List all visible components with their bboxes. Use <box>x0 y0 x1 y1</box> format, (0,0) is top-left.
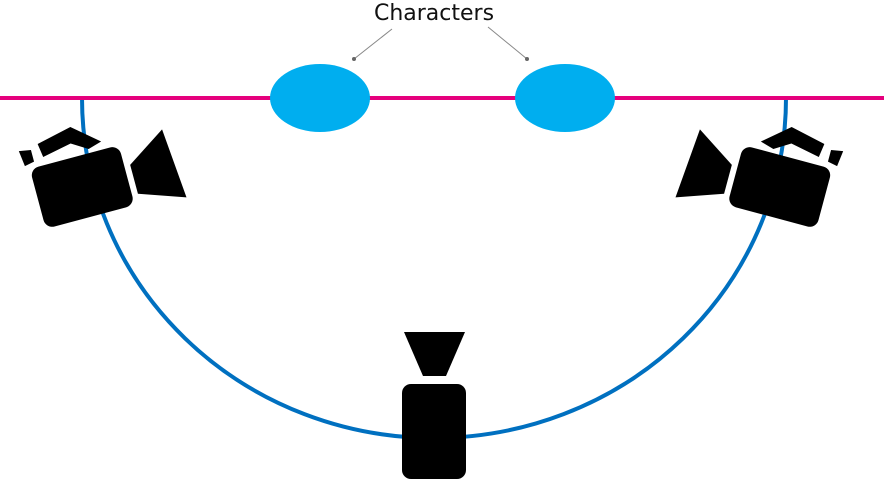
character-left <box>270 64 370 132</box>
camera-icon-left <box>16 102 187 237</box>
camera-icon-bottom <box>402 332 466 479</box>
characters-label: Characters <box>374 1 494 26</box>
camera-icon-right <box>675 102 846 237</box>
characters-leader-lines <box>353 26 528 60</box>
leader-dot-left <box>352 57 356 61</box>
character-right <box>515 64 615 132</box>
leader-dot-right <box>525 57 529 61</box>
